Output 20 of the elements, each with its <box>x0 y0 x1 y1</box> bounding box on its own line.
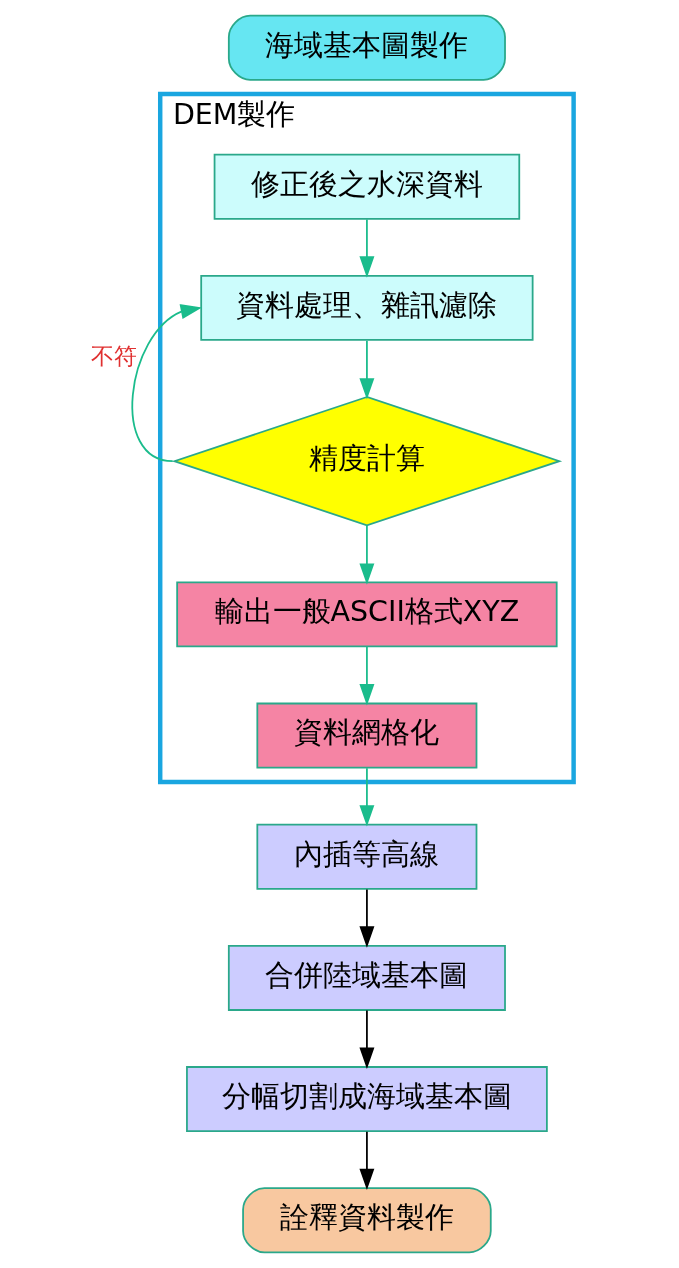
arrow <box>359 1009 375 1069</box>
arrow <box>359 218 375 278</box>
node-box: 分幅切割成海域基本圖 <box>186 1066 548 1133</box>
edge-label: 不符 <box>91 343 138 369</box>
node-box: 輸出一般ASCII格式XYZ <box>176 581 558 648</box>
node-box: 修正後之水深資料 <box>213 153 521 220</box>
arrow <box>359 1130 375 1191</box>
node-box: 內插等高線 <box>256 823 478 890</box>
node-box: 海域基本圖製作 <box>227 14 506 81</box>
arrow <box>359 646 375 706</box>
node-diamond: 精度計算 <box>171 396 563 527</box>
node-box: 資料處理、雜訊濾除 <box>200 274 534 341</box>
arrow <box>359 767 375 827</box>
arrow <box>359 888 375 948</box>
node-box: 詮釋資料製作 <box>242 1187 492 1254</box>
arrow <box>359 524 375 585</box>
node-box: 合併陸域基本圖 <box>227 944 506 1011</box>
node-box: 資料網格化 <box>256 702 478 769</box>
arrow <box>131 304 203 463</box>
arrow <box>359 339 375 400</box>
